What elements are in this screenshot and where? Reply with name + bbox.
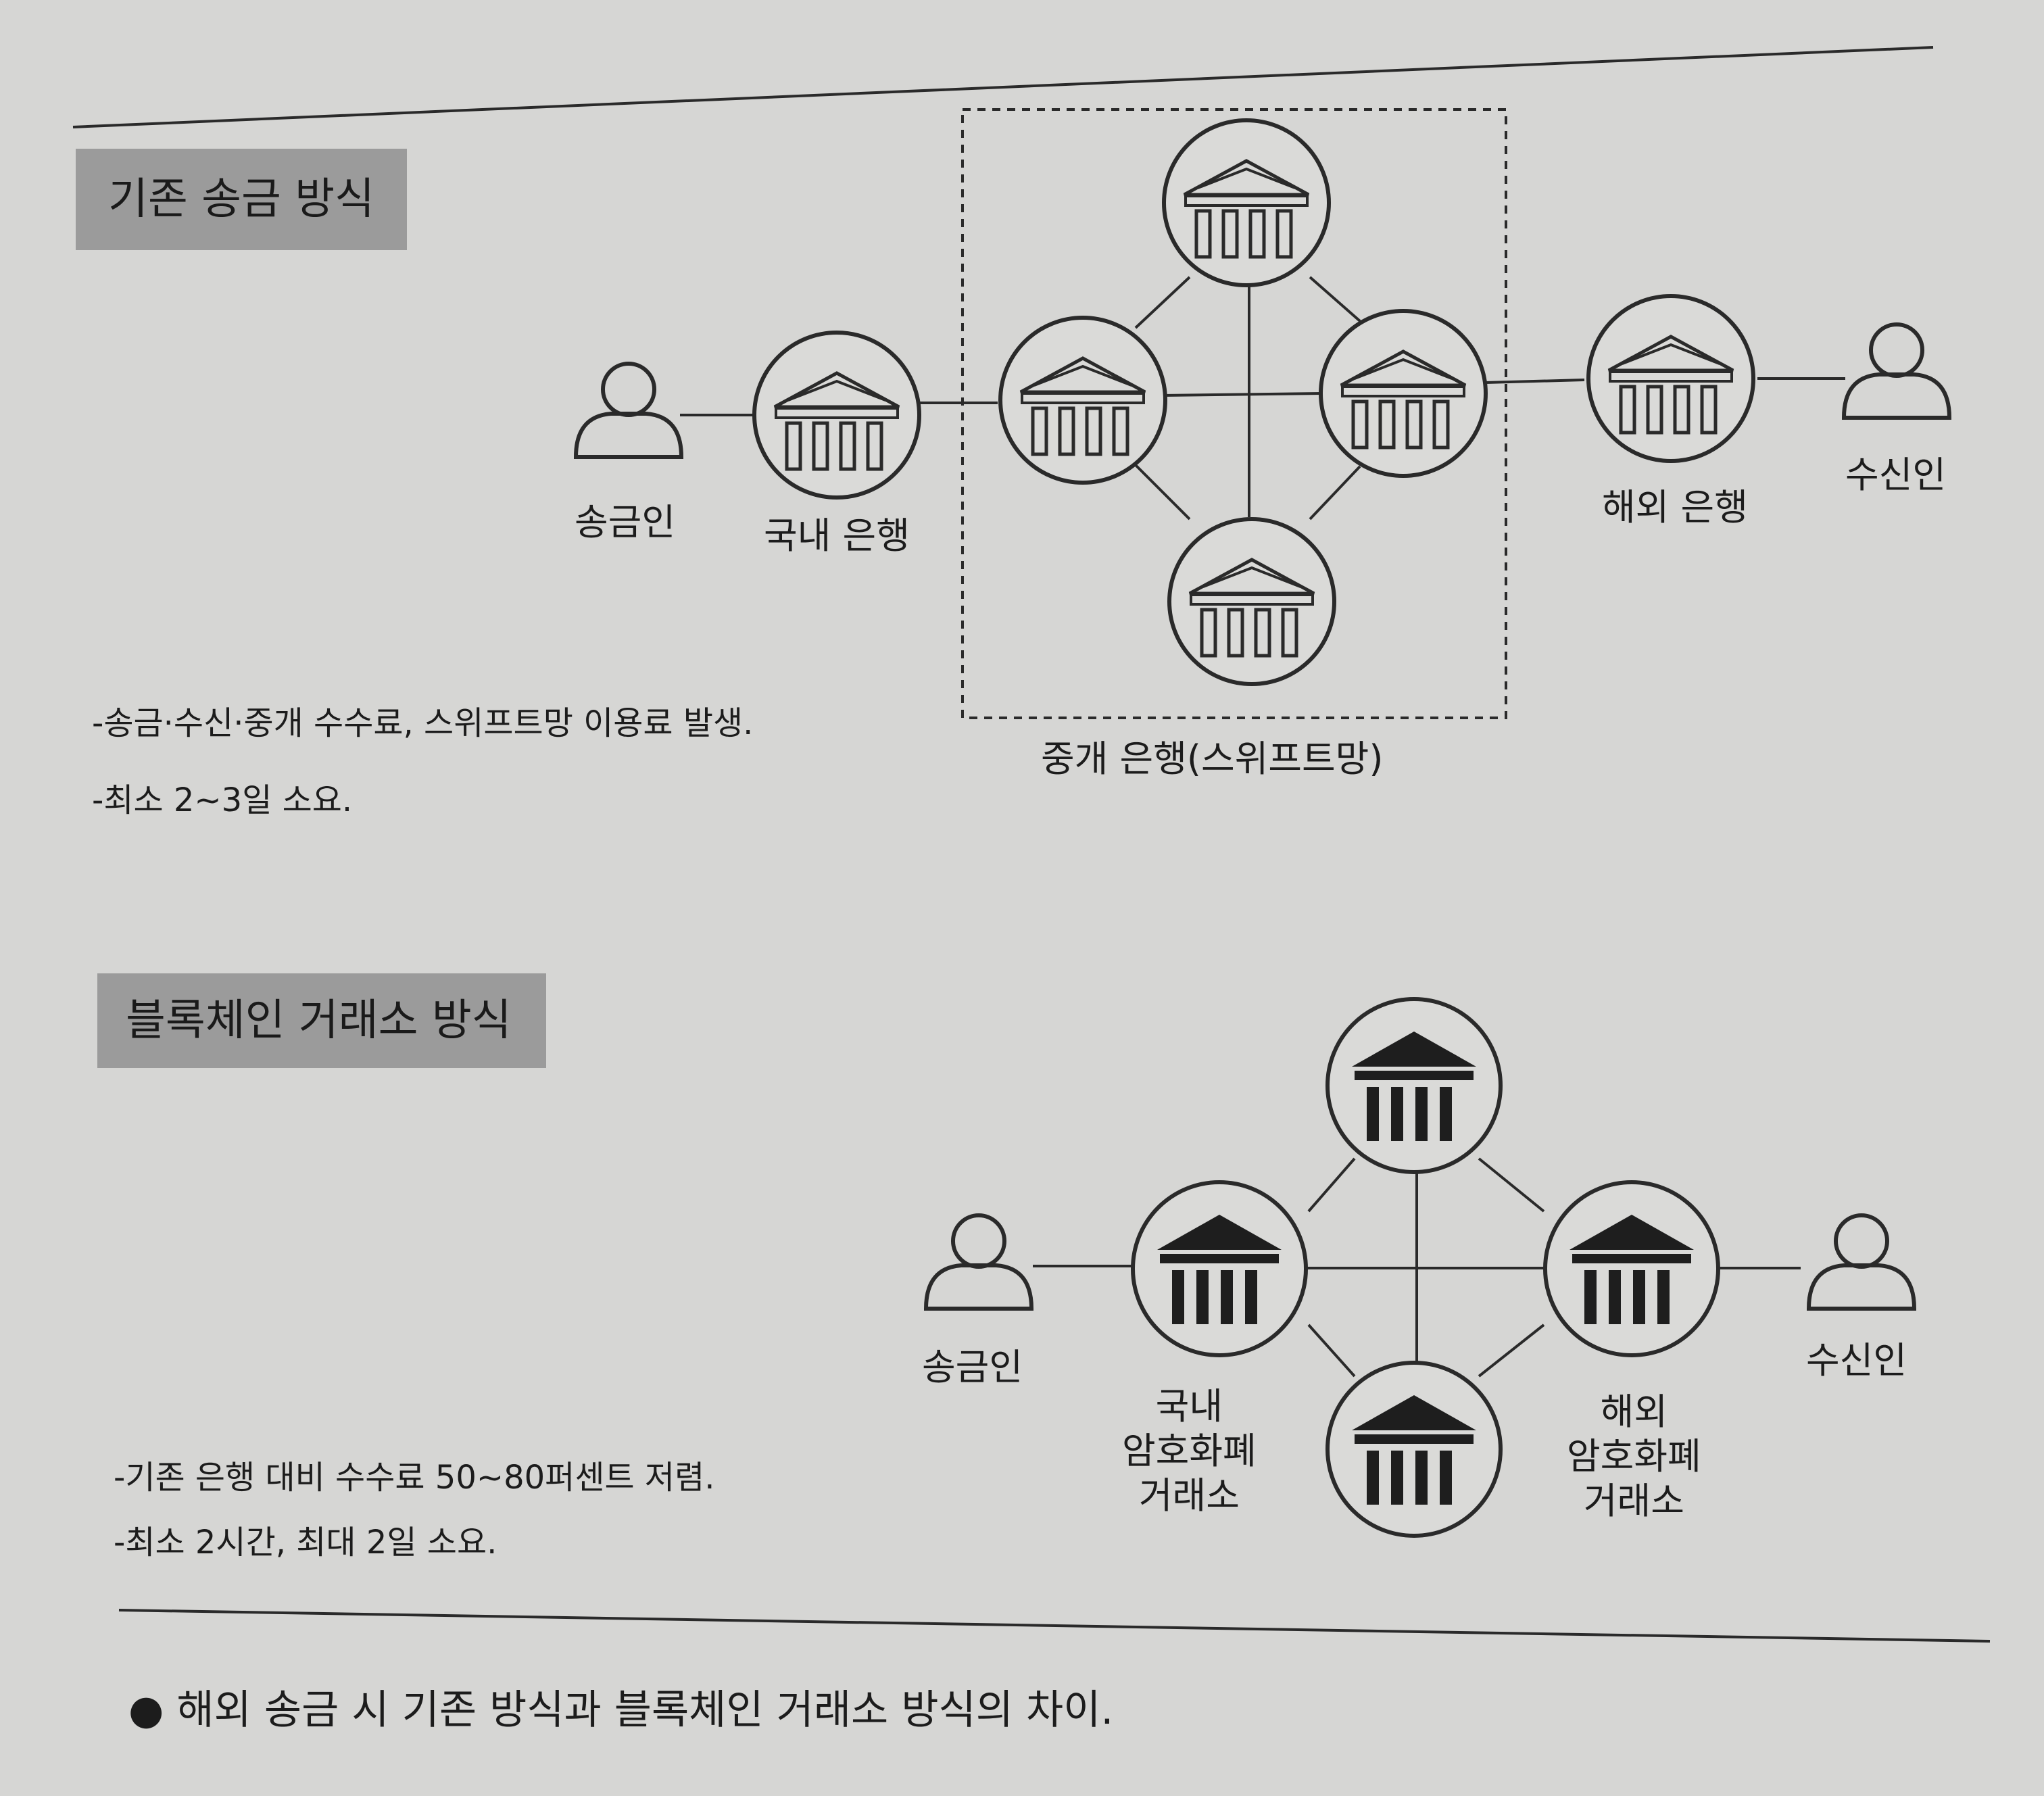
intermediary-bank-left-icon — [1000, 318, 1165, 483]
blockchain-receiver-label: 수신인 — [1806, 1339, 1907, 1382]
legacy-note-fees: -송금·수신·중개 수수료, 스위프트망 이용료 발생. — [92, 704, 754, 742]
exchange-top-icon — [1328, 999, 1501, 1172]
domestic-exchange-icon — [1133, 1182, 1306, 1355]
blockchain-sender-icon — [926, 1215, 1031, 1309]
legacy-note-duration: -최소 2~3일 소요. — [92, 781, 353, 819]
legacy-overseas-bank-icon — [1588, 296, 1753, 461]
swift-network-box — [961, 108, 1507, 719]
legacy-domestic-bank-label: 국내 은행 — [764, 514, 910, 557]
intermediary-bank-label: 중개 은행(스위프트망) — [1041, 737, 1384, 780]
domestic-exchange-label: 국내 암호화폐 거래소 — [1122, 1385, 1257, 1517]
intermediary-bank-right-icon — [1321, 311, 1486, 476]
legacy-domestic-bank-icon — [754, 333, 919, 497]
overseas-exchange-icon — [1545, 1182, 1718, 1355]
top-rule — [72, 46, 1934, 128]
legacy-header-text: 기존 송금 방식 — [108, 174, 374, 224]
legacy-section-header: 기존 송금 방식 — [76, 149, 407, 250]
intermediary-bank-bottom-icon — [1169, 519, 1334, 684]
legacy-sender-label: 송금인 — [575, 501, 676, 543]
legacy-receiver-label: 수신인 — [1845, 454, 1947, 496]
legacy-receiver-icon — [1844, 324, 1949, 418]
blockchain-header-text: 블록체인 거래소 방식 — [126, 996, 512, 1046]
blockchain-note-duration: -최소 2시간, 최대 2일 소요. — [114, 1524, 497, 1561]
blockchain-note-fees: -기존 은행 대비 수수료 50~80퍼센트 저렴. — [114, 1459, 715, 1497]
bottom-rule — [118, 1609, 1991, 1643]
blockchain-connections — [1033, 1157, 1801, 1378]
exchange-bottom-icon — [1328, 1363, 1501, 1536]
intermediary-bank-top-icon — [1164, 120, 1329, 285]
blockchain-section-header: 블록체인 거래소 방식 — [97, 973, 546, 1068]
blockchain-sender-label: 송금인 — [922, 1346, 1023, 1388]
overseas-exchange-label: 해외 암호화폐 거래소 — [1567, 1390, 1701, 1522]
legacy-overseas-bank-label: 해외 은행 — [1602, 486, 1748, 529]
blockchain-receiver-icon — [1809, 1215, 1914, 1309]
figure-caption: ● 해외 송금 시 기존 방식과 블록체인 거래소 방식의 차이. — [128, 1686, 1114, 1734]
legacy-sender-icon — [576, 364, 681, 457]
